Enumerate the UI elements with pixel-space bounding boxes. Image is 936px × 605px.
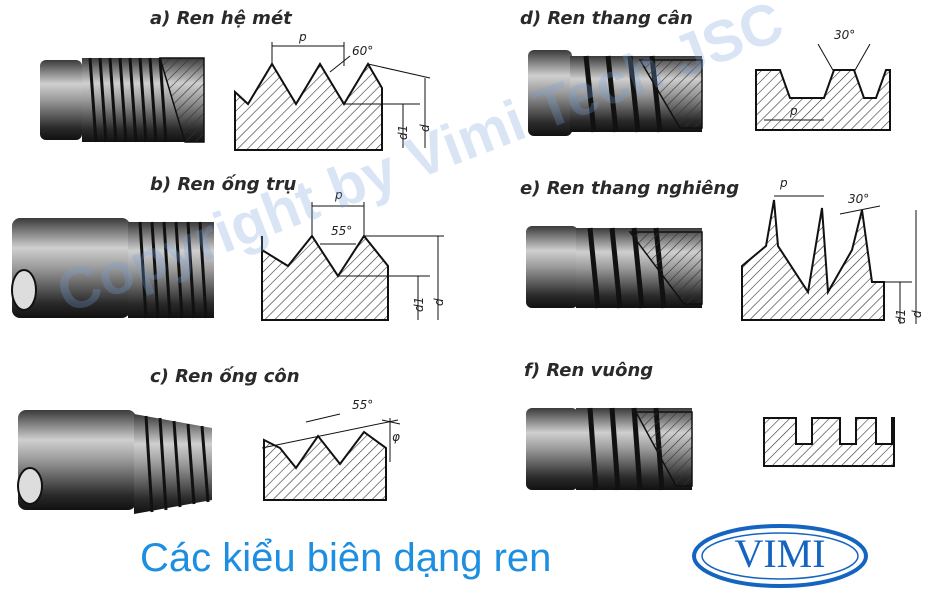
panel-title-pipe-cylindrical: b) Ren ống trụ bbox=[150, 174, 297, 195]
buttress-thread-profile bbox=[741, 195, 917, 324]
metric-minor-diameter-label: d1 bbox=[396, 124, 410, 140]
trapezoidal-pitch-label: p bbox=[790, 104, 798, 118]
trapezoidal-angle-label: 30° bbox=[834, 28, 856, 42]
metric-pitch-label: p bbox=[299, 30, 307, 44]
panel-title-metric: a) Ren hệ mét bbox=[150, 8, 292, 29]
pipe-major-diameter-label: d bbox=[432, 298, 446, 306]
buttress-major-diameter-label: d bbox=[910, 310, 924, 318]
pipe-angle-label: 55° bbox=[331, 224, 353, 238]
panel-title-trapezoidal: d) Ren thang cân bbox=[520, 8, 693, 29]
pipe-thread-profile bbox=[261, 202, 444, 321]
buttress-thread-bolt bbox=[526, 226, 703, 309]
panel-title-buttress: e) Ren thang nghiêng bbox=[520, 178, 740, 199]
square-thread-bolt bbox=[526, 407, 693, 491]
vimi-logo-ring bbox=[692, 524, 868, 588]
metric-thread-profile bbox=[234, 42, 431, 151]
pipe-pitch-label: p bbox=[335, 188, 343, 202]
metric-thread-bolt bbox=[40, 57, 205, 143]
pipe-minor-diameter-label: d1 bbox=[412, 296, 426, 312]
tapered-thread-bolt bbox=[17, 410, 212, 514]
diagram-caption: Các kiểu biên dạng ren bbox=[140, 536, 552, 580]
vimi-logo-inner-ring bbox=[701, 532, 859, 580]
tapered-taper-label: φ bbox=[392, 430, 400, 444]
tapered-angle-label: 55° bbox=[352, 398, 374, 412]
vimi-logo-text: VIMI bbox=[734, 531, 826, 576]
metric-angle-label: 60° bbox=[352, 44, 374, 58]
buttress-minor-diameter-label: d1 bbox=[894, 308, 908, 324]
buttress-angle-label: 30° bbox=[848, 192, 870, 206]
panel-title-square: f) Ren vuông bbox=[524, 360, 654, 381]
panel-title-pipe-tapered: c) Ren ống côn bbox=[150, 366, 300, 387]
pipe-thread-bolt bbox=[11, 218, 214, 319]
metric-major-diameter-label: d bbox=[418, 124, 432, 132]
trapezoidal-thread-profile bbox=[755, 43, 891, 131]
tapered-thread-profile bbox=[261, 413, 401, 501]
trapezoidal-thread-bolt bbox=[528, 50, 703, 136]
square-thread-profile bbox=[763, 417, 895, 467]
buttress-pitch-label: p bbox=[780, 176, 788, 190]
